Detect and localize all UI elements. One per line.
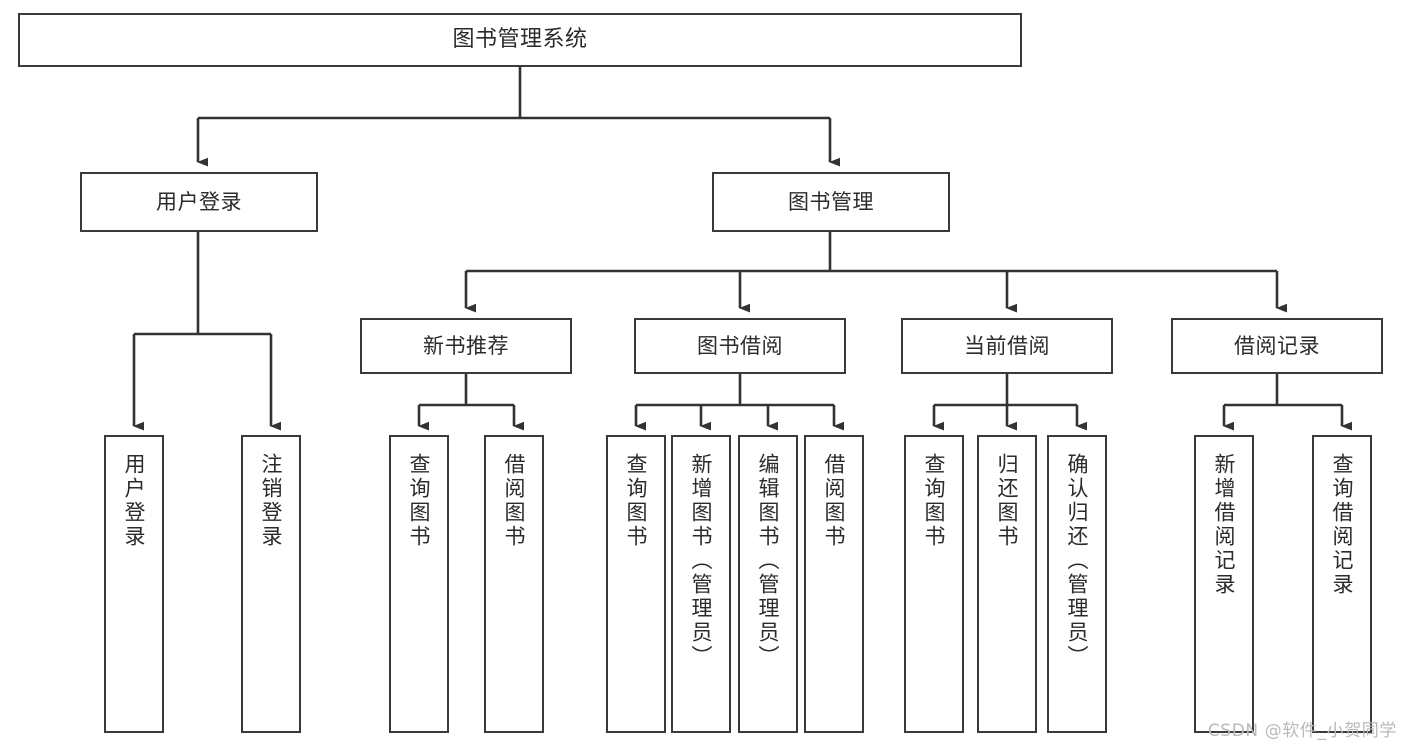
node-label: 确认归还（管理员）	[1065, 453, 1090, 669]
leaf-current-borrow-confirm-return-admin[interactable]: 确认归还（管理员）	[1047, 435, 1107, 733]
leaf-book-borrow-edit-book-admin[interactable]: 编辑图书（管理员）	[738, 435, 798, 733]
node-label: 新增借阅记录	[1212, 453, 1237, 597]
node-label: 新增图书（管理员）	[689, 453, 714, 669]
node-label: 新书推荐	[423, 333, 509, 358]
node-label: 借阅图书	[822, 453, 847, 549]
node-borrow-record[interactable]: 借阅记录	[1171, 318, 1383, 374]
node-label: 归还图书	[995, 453, 1020, 549]
node-label: 编辑图书（管理员）	[756, 453, 781, 669]
node-label: 图书管理	[788, 189, 874, 214]
node-label: 注销登录	[259, 453, 284, 549]
node-label: 当前借阅	[964, 333, 1050, 358]
node-label: 借阅图书	[502, 453, 527, 549]
node-user-login[interactable]: 用户登录	[80, 172, 318, 232]
leaf-new-book-borrow-book[interactable]: 借阅图书	[484, 435, 544, 733]
leaf-user-login-login[interactable]: 用户登录	[104, 435, 164, 733]
node-label: 查询图书	[922, 453, 947, 549]
leaf-current-borrow-return-book[interactable]: 归还图书	[977, 435, 1037, 733]
node-label: 查询图书	[624, 453, 649, 549]
leaf-book-borrow-query-book[interactable]: 查询图书	[606, 435, 666, 733]
node-root-library-system[interactable]: 图书管理系统	[18, 13, 1022, 67]
leaf-borrow-record-query-record[interactable]: 查询借阅记录	[1312, 435, 1372, 733]
node-label: 图书借阅	[697, 333, 783, 358]
leaf-user-login-logout[interactable]: 注销登录	[241, 435, 301, 733]
leaf-borrow-record-add-record[interactable]: 新增借阅记录	[1194, 435, 1254, 733]
node-book-borrow[interactable]: 图书借阅	[634, 318, 846, 374]
node-label: 查询借阅记录	[1330, 453, 1355, 597]
node-label: 图书管理系统	[452, 27, 588, 53]
node-label: 查询图书	[407, 453, 432, 549]
node-label: 用户登录	[122, 453, 147, 549]
node-label: 借阅记录	[1234, 333, 1320, 358]
leaf-new-book-query-book[interactable]: 查询图书	[389, 435, 449, 733]
leaf-book-borrow-borrow-book[interactable]: 借阅图书	[804, 435, 864, 733]
leaf-book-borrow-add-book-admin[interactable]: 新增图书（管理员）	[671, 435, 731, 733]
node-book-management[interactable]: 图书管理	[712, 172, 950, 232]
node-current-borrow[interactable]: 当前借阅	[901, 318, 1113, 374]
node-label: 用户登录	[156, 189, 242, 214]
leaf-current-borrow-query-book[interactable]: 查询图书	[904, 435, 964, 733]
csdn-watermark: CSDN @软件_小贺同学	[1207, 721, 1397, 741]
node-new-book-recommend[interactable]: 新书推荐	[360, 318, 572, 374]
